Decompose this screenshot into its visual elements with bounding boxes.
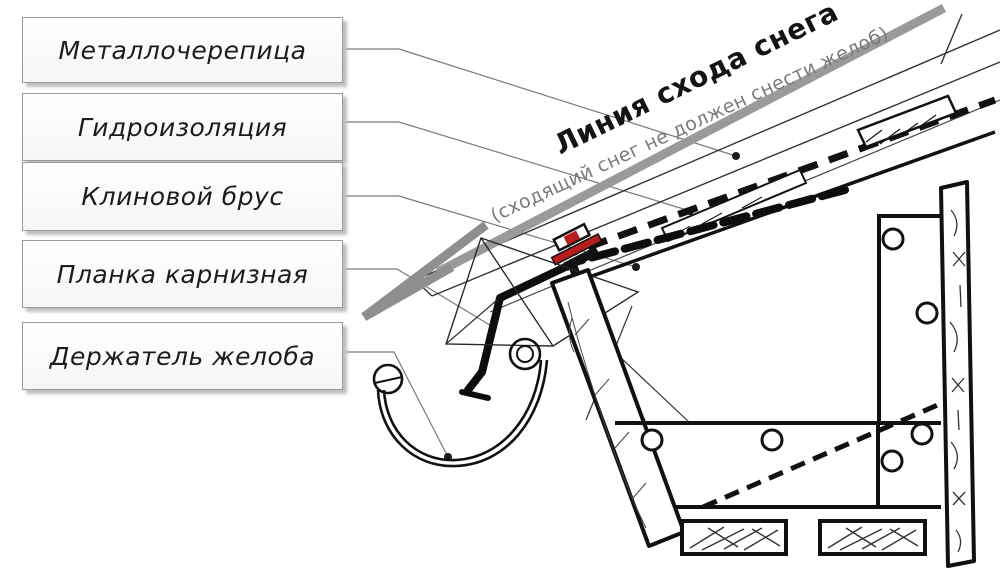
leader-dot-metal-tile [732, 152, 740, 160]
eaves-strip-bend [464, 257, 582, 394]
snow-slide-group [361, 4, 947, 321]
label-box-waterproofing: Гидроизоляция [22, 93, 343, 161]
wall-plate-band [615, 391, 964, 510]
nail-hole [915, 301, 939, 325]
batten-sections [680, 519, 927, 556]
label-box-metal-tile: Металлочерепица [22, 17, 343, 83]
eaves-strip [459, 186, 849, 401]
rafter-board [939, 180, 976, 568]
screw-washer [550, 232, 603, 266]
fascia-board-grain [567, 301, 647, 529]
batten-section [818, 519, 927, 556]
nail-hole [881, 227, 905, 251]
batten-section-hatch [827, 526, 919, 551]
nail-hole [640, 428, 664, 452]
gutter-inner-wall [382, 359, 543, 462]
metal-tile-sheet [414, 13, 1000, 297]
nail-hole [910, 422, 934, 446]
gutter-outer-wall [376, 359, 549, 468]
label-text-waterproofing: Гидроизоляция [77, 112, 288, 142]
snow-direction-arrow [361, 221, 489, 321]
label-box-eaves-strip: Планка карнизная [22, 240, 343, 308]
tile-top-line [414, 29, 1000, 281]
label-text-eaves-strip: Планка карнизная [56, 259, 309, 289]
label-text-metal-tile: Металлочерепица [58, 35, 307, 65]
label-box-gutter-holder: Держатель желоба [22, 322, 343, 390]
holes-panel-outline [877, 214, 943, 423]
gutter-right-curl [508, 337, 542, 371]
gutter-left-curl-chord [374, 376, 403, 384]
nail-hole [760, 428, 784, 452]
gutter-right-curl-inner [516, 345, 534, 363]
gutter-left-curl [372, 363, 404, 395]
nail-hole [880, 449, 904, 473]
eaves-strip-foot [459, 389, 491, 401]
leader-lines [344, 48, 740, 461]
label-text-wedge-beam: Клиновой брус [81, 182, 284, 211]
gutter [372, 337, 549, 468]
batten-section [680, 519, 788, 556]
leader-line-gutter-holder [344, 351, 449, 458]
counter-batten-section [856, 94, 958, 149]
eaves-strip-upper [571, 186, 849, 266]
leader-line-waterproofing [344, 121, 691, 212]
snow-slide-line [435, 4, 947, 276]
rafter-board-grain [949, 209, 966, 553]
screw-head-core [563, 230, 581, 245]
fascia-board [550, 268, 686, 548]
label-text-gutter-holder: Держатель желоба [49, 341, 316, 371]
fascia-board-outline [550, 268, 686, 548]
rafter-board-outline [939, 180, 976, 568]
leader-line-metal-tile [344, 48, 737, 157]
wedge-beam [445, 237, 640, 347]
wedge-beam-outline [445, 237, 640, 347]
leader-line-eaves-strip [344, 268, 494, 328]
leader-dot-wedge-beam [632, 263, 640, 271]
wedge-beam-diagonal [480, 237, 554, 347]
holes-panel [877, 214, 943, 423]
dashed-brace-line [702, 391, 964, 510]
label-box-wedge-beam: Клиновой брус [22, 162, 343, 231]
tile-step-joint [940, 13, 963, 65]
tile-bottom-line [431, 61, 1000, 297]
counter-batten-hatch [865, 114, 937, 145]
batten-section-hatch [689, 526, 781, 551]
